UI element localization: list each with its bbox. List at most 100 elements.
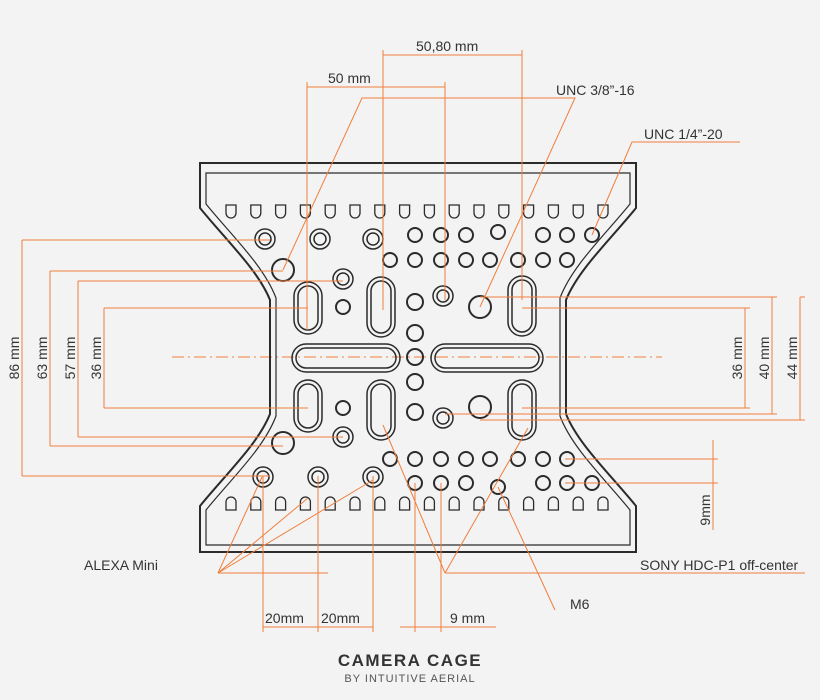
small-hole	[559, 227, 575, 243]
edge-slot-top	[250, 204, 262, 219]
caption-title: CAMERA CAGE	[337, 651, 483, 670]
sony-suffix: off-center	[735, 557, 798, 573]
center-hole	[406, 293, 424, 311]
alexa-hole	[254, 228, 276, 250]
dim-20mm-a-label: 20mm	[265, 610, 304, 626]
edge-slot-bottom	[547, 496, 560, 511]
mounting-slot	[507, 379, 537, 441]
edge-slot-bottom	[349, 496, 361, 511]
center-hole	[406, 403, 424, 421]
edge-slot-bottom	[299, 496, 312, 511]
edge-slot-top	[225, 204, 237, 219]
mounting-slot-inner	[295, 347, 397, 369]
small-hole	[335, 299, 351, 315]
small-hole	[535, 227, 551, 243]
center-hole	[406, 373, 424, 391]
dimension-lines	[21, 50, 805, 632]
small-hole	[407, 252, 423, 268]
edge-slot-bottom	[274, 496, 287, 511]
mounting-slot-inner	[434, 347, 540, 369]
small-hole	[510, 451, 526, 467]
edge-slot-top	[374, 204, 386, 219]
edge-slot-top	[349, 204, 361, 219]
unc-counterbore-hole-inner	[436, 411, 450, 425]
small-hole	[458, 475, 474, 491]
mounting-slot	[430, 343, 544, 373]
dim-40-label: 40 mm	[756, 337, 772, 380]
sony-label: SONY HDC-P1 off-center	[640, 557, 799, 573]
unc-counterbore-hole	[432, 407, 454, 429]
small-hole	[458, 227, 474, 243]
mounting-slot	[293, 379, 323, 433]
small-hole	[433, 227, 449, 243]
small-hole	[584, 227, 600, 243]
unc-counterbore-hole	[432, 285, 454, 307]
unc-counterbore-hole	[332, 268, 354, 290]
edge-slot-top	[423, 204, 436, 219]
unc-counterbore-hole-inner	[336, 272, 350, 286]
edge-slot-top	[448, 204, 460, 219]
small-hole	[335, 400, 351, 416]
mounting-slot	[291, 343, 401, 373]
small-hole	[458, 451, 474, 467]
edge-slot-top	[274, 204, 287, 219]
small-hole	[382, 252, 398, 268]
dim-63-label: 63 mm	[34, 337, 50, 380]
alexa-hole	[309, 228, 331, 250]
small-hole	[559, 252, 575, 268]
small-hole	[535, 252, 551, 268]
alexa-hole-inner	[258, 232, 272, 246]
dim-44-label: 44 mm	[784, 337, 800, 380]
small-hole	[535, 451, 551, 467]
small-hole	[458, 252, 474, 268]
edge-slot-top	[572, 204, 584, 219]
edge-slot-top	[522, 204, 535, 219]
edge-slot-bottom	[473, 496, 485, 511]
small-hole	[510, 252, 526, 268]
edge-slot-top	[473, 204, 485, 219]
dim-36-left-label: 36 mm	[88, 337, 104, 380]
dim-86-label: 86 mm	[6, 337, 22, 380]
edge-slot-top	[547, 204, 560, 219]
edge-slot-top	[498, 204, 510, 219]
slots	[291, 275, 544, 441]
dim-50-label: 50 mm	[328, 70, 371, 86]
edge-slot-bottom	[324, 496, 336, 511]
unc-3-8-hole	[468, 395, 492, 419]
unc-counterbore-hole-inner	[436, 289, 450, 303]
edge-slot-top	[299, 204, 312, 219]
alexa-hole	[362, 228, 384, 250]
edge-slot-bottom	[498, 496, 510, 511]
edge-slot-top	[597, 204, 609, 219]
dim-36-right-label: 36 mm	[729, 337, 745, 380]
edge-slot-top	[398, 204, 411, 219]
mounting-slot-inner	[297, 383, 319, 429]
small-hole	[433, 451, 449, 467]
edge-slot-top	[324, 204, 336, 219]
small-hole	[535, 475, 551, 491]
edge-slot-bottom	[597, 496, 609, 511]
mounting-slot-inner	[370, 383, 392, 437]
alexa-mini-label: ALEXA Mini	[84, 557, 158, 573]
m6-label: M6	[570, 596, 590, 612]
center-hole	[406, 324, 424, 342]
caption-subtitle: BY INTUITIVE AERIAL	[344, 673, 476, 685]
unc-3-8-hole	[468, 295, 492, 319]
mounting-slot	[366, 276, 396, 338]
small-hole	[407, 227, 423, 243]
edge-slot-bottom	[448, 496, 460, 511]
mounting-slot	[366, 379, 396, 441]
small-hole	[407, 451, 423, 467]
edge-slot-bottom	[572, 496, 584, 511]
unc-3-8-hole	[271, 431, 295, 455]
edge-slot-bottom	[225, 496, 237, 511]
small-hole	[482, 451, 498, 467]
small-hole	[433, 252, 449, 268]
dim-57-label: 57 mm	[62, 337, 78, 380]
small-hole	[490, 224, 506, 240]
small-hole	[482, 252, 498, 268]
dim-9mm-vertical-label: 9mm	[697, 494, 713, 525]
dim-20mm-b-label: 20mm	[321, 610, 360, 626]
alexa-hole-inner	[366, 232, 380, 246]
